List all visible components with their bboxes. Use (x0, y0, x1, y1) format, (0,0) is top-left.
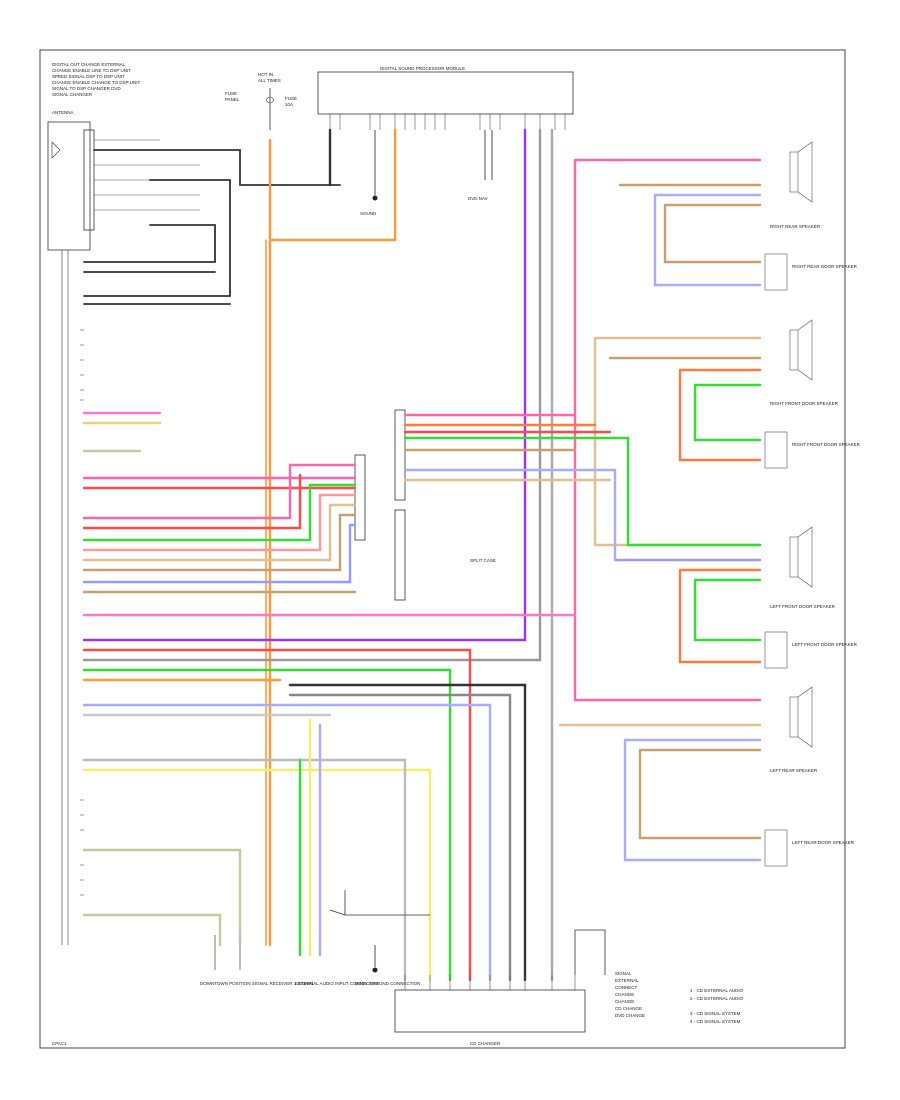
right-speaker-wires (558, 158, 762, 862)
header-line-2: CHANGE ENABLE LINE TO DSP UNIT (52, 68, 131, 73)
cd-changer-pins (404, 975, 576, 990)
mid-connector (394, 409, 406, 501)
diagram-frame (39, 49, 846, 1049)
header-line-6: SIGNAL CHANGER (52, 92, 93, 97)
fuse-panel: HOT IN ALL TIMES FUSE PANEL FUSE 10A (225, 72, 297, 130)
svg-text:RIGHT FRONT DOOR SPEAKER: RIGHT FRONT DOOR SPEAKER (770, 401, 839, 406)
svg-text:2 - CD EXTERNAL AUDIO: 2 - CD EXTERNAL AUDIO (690, 996, 744, 1001)
svg-text:RIGHT REAR DOOR SPEAKER: RIGHT REAR DOOR SPEAKER (792, 264, 858, 269)
right-speaker-labels: RIGHT REAR SPEAKER RIGHT REAR DOOR SPEAK… (770, 224, 861, 845)
cd-changer-label: CD CHANGER (470, 1041, 501, 1046)
mid-connector-2 (394, 509, 406, 601)
header-line-7: ANTENNA (52, 110, 74, 115)
antenna-symbol (51, 141, 61, 159)
external-audio-wires (298, 718, 322, 957)
orange-power-wire (268, 128, 397, 947)
svg-text:DOWNTOWN POSITION SIGNAL RECEI: DOWNTOWN POSITION SIGNAL RECEIVER 1 SIGN… (200, 981, 315, 986)
svg-text:ALL TIMES: ALL TIMES (258, 78, 281, 83)
cd-legend: 1 - CD EXTERNAL AUDIO 2 - CD EXTERNAL AU… (690, 988, 744, 1024)
svg-text:RIGHT REAR SPEAKER: RIGHT REAR SPEAKER (770, 224, 821, 229)
svg-text:FUSE: FUSE (225, 91, 237, 96)
svg-text:SIGNAL: SIGNAL (615, 971, 632, 976)
svg-text:CHANGE: CHANGE (615, 992, 634, 997)
header-block: DIGITAL OUT CHANGE EXTERNAL CHANGE ENABL… (52, 62, 141, 115)
cd-side-note: SIGNAL EXTERNAL CONNECT CHANGE CHANGE CD… (615, 971, 645, 1018)
svg-text:BODY GROUND CONNECTION: BODY GROUND CONNECTION (355, 981, 420, 986)
purple-vertical-wire (82, 128, 527, 642)
bottom-labels: DOWNTOWN POSITION SIGNAL RECEIVER 1 SIGN… (200, 935, 420, 986)
cd-changer-box (394, 989, 586, 1033)
right-speakers (764, 141, 813, 867)
split-case-label: SPLIT CASE (470, 558, 496, 563)
header-line-5: SIGNAL TO DSP CHANGER DVD (52, 86, 121, 91)
svg-text:LEFT REAR SPEAKER: LEFT REAR SPEAKER (770, 768, 818, 773)
svg-text:LEFT FRONT DOOR SPEAKER: LEFT FRONT DOOR SPEAKER (792, 642, 858, 647)
header-line-4: CHANGE ENABLE CHANGE TO DSP UNIT (52, 80, 141, 85)
svg-text:3 - CD SIGNAL SYSTEM: 3 - CD SIGNAL SYSTEM (690, 1011, 741, 1016)
dsp-module-label: DIGITAL SOUND PROCESSOR MODULE (380, 66, 465, 71)
header-line-3: SPEED SIGNAL DSP TO DSP UNIT (52, 74, 125, 79)
svg-text:CONNECT: CONNECT (615, 985, 638, 990)
dsp-module-box (317, 71, 574, 115)
svg-text:EXTERNAL: EXTERNAL (615, 978, 639, 983)
svg-text:EXTERNAL AUDIO INPUT CONNECTOR: EXTERNAL AUDIO INPUT CONNECTOR (295, 981, 379, 986)
cd-feed-wire (574, 929, 606, 975)
svg-text:FUSE: FUSE (285, 96, 297, 101)
body-ground-symbol (372, 967, 378, 973)
svg-text:10A: 10A (285, 102, 293, 107)
mid-horizontal-wires (82, 411, 762, 982)
left-mid-connector (354, 454, 366, 541)
gray-vertical-wire-1 (82, 128, 542, 662)
svg-text:DVD NAV: DVD NAV (468, 196, 488, 201)
upper-left-wires (83, 149, 341, 305)
dsp-pins (329, 114, 566, 130)
svg-text:DVD CHANGE: DVD CHANGE (615, 1013, 645, 1018)
svg-text:1 - CD EXTERNAL AUDIO: 1 - CD EXTERNAL AUDIO (690, 988, 744, 993)
radio-box (47, 121, 91, 251)
svg-text:HOT IN: HOT IN (258, 72, 273, 77)
svg-text:SOUND: SOUND (360, 211, 377, 216)
footer-left-label: CPAC1 (52, 1041, 67, 1046)
header-line-1: DIGITAL OUT CHANGE EXTERNAL (52, 62, 126, 67)
top-grounds: SOUND DVD NAV (360, 130, 493, 216)
svg-text:RIGHT FRONT DOOR SPEAKER: RIGHT FRONT DOOR SPEAKER (792, 442, 861, 447)
svg-text:LEFT REAR DOOR SPEAKER: LEFT REAR DOOR SPEAKER (792, 840, 855, 845)
svg-text:4 - CD SIGNAL SYSTEM: 4 - CD SIGNAL SYSTEM (690, 1019, 741, 1024)
svg-text:LEFT FRONT DOOR SPEAKER: LEFT FRONT DOOR SPEAKER (770, 604, 836, 609)
svg-text:CHANGE: CHANGE (615, 999, 634, 1004)
svg-text:CD CHANGE: CD CHANGE (615, 1006, 642, 1011)
svg-text:PANEL: PANEL (225, 97, 240, 102)
switch-symbol (329, 890, 430, 916)
left-pin-ticks (80, 329, 84, 896)
radio-connector (83, 129, 95, 231)
